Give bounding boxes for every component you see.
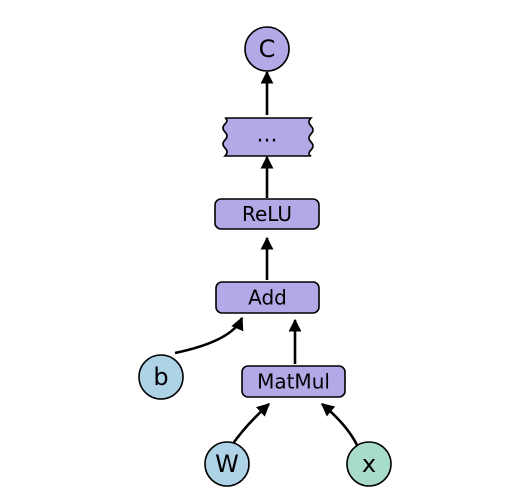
- edge-x-matmul: [321, 403, 359, 446]
- node-x: x: [346, 441, 392, 487]
- node-add-label: Add: [248, 286, 287, 310]
- node-c: C: [244, 26, 290, 72]
- node-x-label: x: [362, 450, 376, 478]
- edges: [174, 70, 359, 446]
- node-w: W: [204, 441, 250, 487]
- node-c-label: C: [259, 35, 276, 63]
- node-matmul: MatMul: [241, 365, 346, 398]
- node-w-label: W: [215, 450, 239, 478]
- node-ellipsis: ...: [222, 117, 314, 157]
- node-ellipsis-label: ...: [257, 123, 278, 148]
- node-add: Add: [215, 281, 320, 314]
- edge-b-add: [174, 316, 244, 355]
- edge-w-matmul: [230, 403, 270, 446]
- node-matmul-label: MatMul: [257, 370, 330, 394]
- node-b: b: [138, 354, 184, 400]
- node-relu: ReLU: [214, 198, 320, 230]
- node-b-label: b: [153, 363, 168, 391]
- node-relu-label: ReLU: [242, 202, 292, 226]
